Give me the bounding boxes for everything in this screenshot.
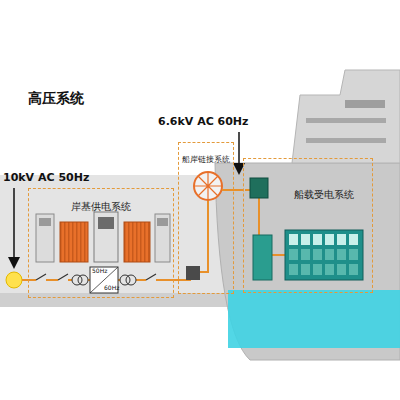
ship-transformer <box>253 235 272 280</box>
transformer-symbol <box>72 275 82 285</box>
system-region: 岸基供电系统 <box>28 188 174 298</box>
leader-arrow <box>13 188 15 266</box>
connection-box <box>186 266 200 280</box>
shore-ground <box>0 175 225 305</box>
water <box>228 290 400 348</box>
switchboard-cell <box>349 249 358 260</box>
switchboard-cell <box>301 234 310 245</box>
switchboard-cell <box>289 249 298 260</box>
deck-line <box>306 138 386 143</box>
voltage-label: 6.6kV AC 60Hz <box>158 116 248 127</box>
link-cable <box>222 189 234 191</box>
grid-source <box>6 272 22 288</box>
switchboard-cell <box>301 249 310 260</box>
switch-cabinet <box>155 214 170 262</box>
cabinet-panel <box>39 218 51 226</box>
leader-arrow <box>238 132 240 172</box>
cabinet-panel <box>157 218 168 226</box>
quay <box>0 293 240 307</box>
switchboard-cell <box>337 249 346 260</box>
switchboard-cell <box>337 234 346 245</box>
switchboard-cell <box>289 264 298 275</box>
system-region: 船载受电系统 <box>243 158 373 293</box>
region-title: 船岸链接系统 <box>182 154 230 165</box>
transformer <box>60 222 88 262</box>
superstructure <box>292 70 400 163</box>
frequency-converter <box>94 212 118 262</box>
bridge-window <box>345 100 385 108</box>
frequency-label: 50Hz <box>92 268 107 274</box>
region-title: 船载受电系统 <box>294 188 354 202</box>
cable-reel <box>194 172 222 200</box>
switchboard-cell <box>325 234 334 245</box>
switchboard-cell <box>289 234 298 245</box>
switchboard-cell <box>325 249 334 260</box>
transformer-symbol <box>126 275 136 285</box>
switchboard-cell <box>313 234 322 245</box>
deck-line <box>306 118 386 123</box>
receiving-panel <box>250 178 268 198</box>
reel-spokes <box>194 172 222 200</box>
switchboard-cell <box>313 264 322 275</box>
converter-panel <box>98 217 114 229</box>
switch-cabinet <box>36 214 54 262</box>
switchboard-cell <box>349 264 358 275</box>
link-cable <box>178 199 208 280</box>
power-cable <box>234 189 243 191</box>
diagram-title: 高压系统 <box>28 90 84 108</box>
transformer-symbol <box>120 275 130 285</box>
switchboard-cells <box>289 234 358 275</box>
switchboard-cell <box>337 264 346 275</box>
region-title: 岸基供电系统 <box>71 200 131 214</box>
switchboard-cell <box>313 249 322 260</box>
main-switchboard <box>285 230 363 280</box>
frequency-label: 60Hz <box>104 285 119 291</box>
switchboard-cell <box>349 234 358 245</box>
system-region: 船岸链接系统 <box>178 142 234 294</box>
voltage-label: 10kV AC 50Hz <box>3 172 89 183</box>
transformer <box>124 222 150 262</box>
transformer-symbol <box>78 275 88 285</box>
switchboard-cell <box>301 264 310 275</box>
switchboard-cell <box>325 264 334 275</box>
